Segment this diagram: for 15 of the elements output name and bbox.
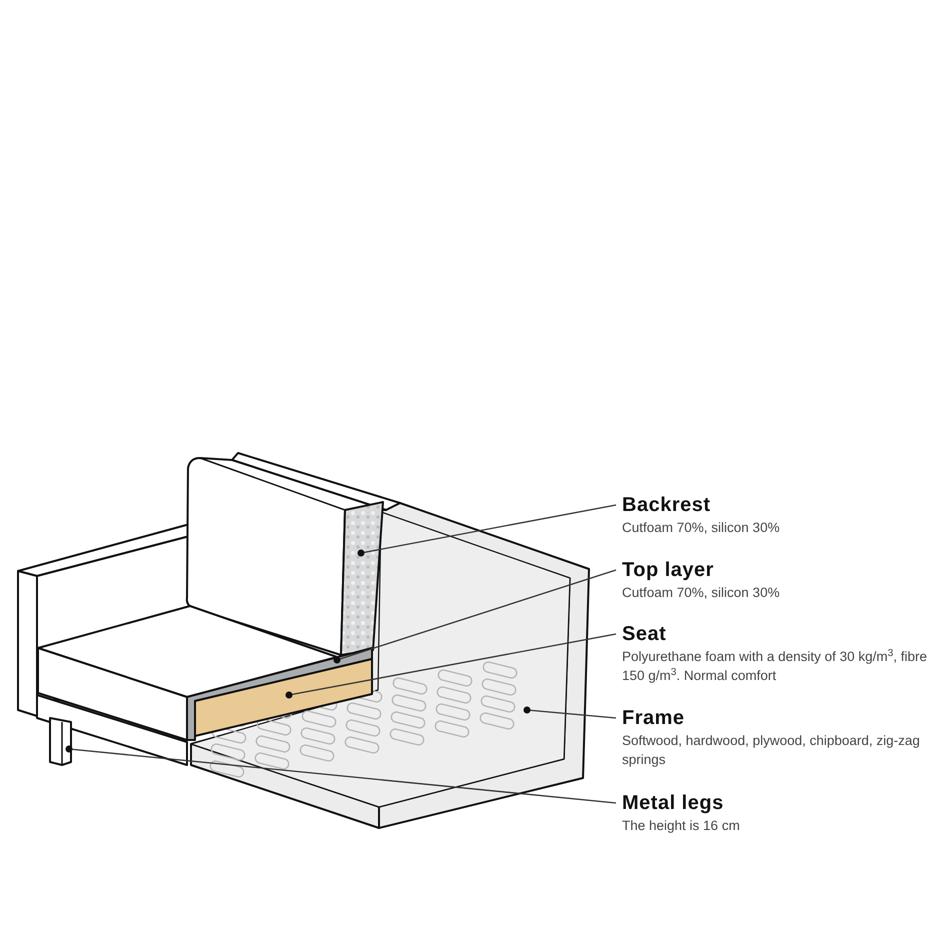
part-description: Polyurethane foam with a density of 30 kg/m$^{3}$, fibre 150 g/m$^{3}$. Normal comfort — [622, 647, 928, 685]
part-description: The height is 16 cm — [622, 817, 741, 835]
leader-line — [524, 706, 616, 719]
leader-line — [66, 746, 616, 804]
part-heading: Top layer — [622, 558, 715, 583]
part-heading: Backrest — [622, 493, 712, 518]
leader-line — [286, 633, 616, 698]
leader-line — [358, 504, 616, 556]
leader-line — [334, 569, 616, 664]
part-description: Cutfoam 70%, silicon 30% — [622, 584, 781, 602]
part-heading: Seat — [622, 622, 668, 647]
part-heading: Frame — [622, 706, 686, 731]
part-description: Softwood, hardwood, plywood, chipboard, zig-zag springs — [622, 732, 921, 769]
part-description: Cutfoam 70%, silicon 30% — [622, 519, 781, 537]
part-heading: Metal legs — [622, 791, 725, 816]
